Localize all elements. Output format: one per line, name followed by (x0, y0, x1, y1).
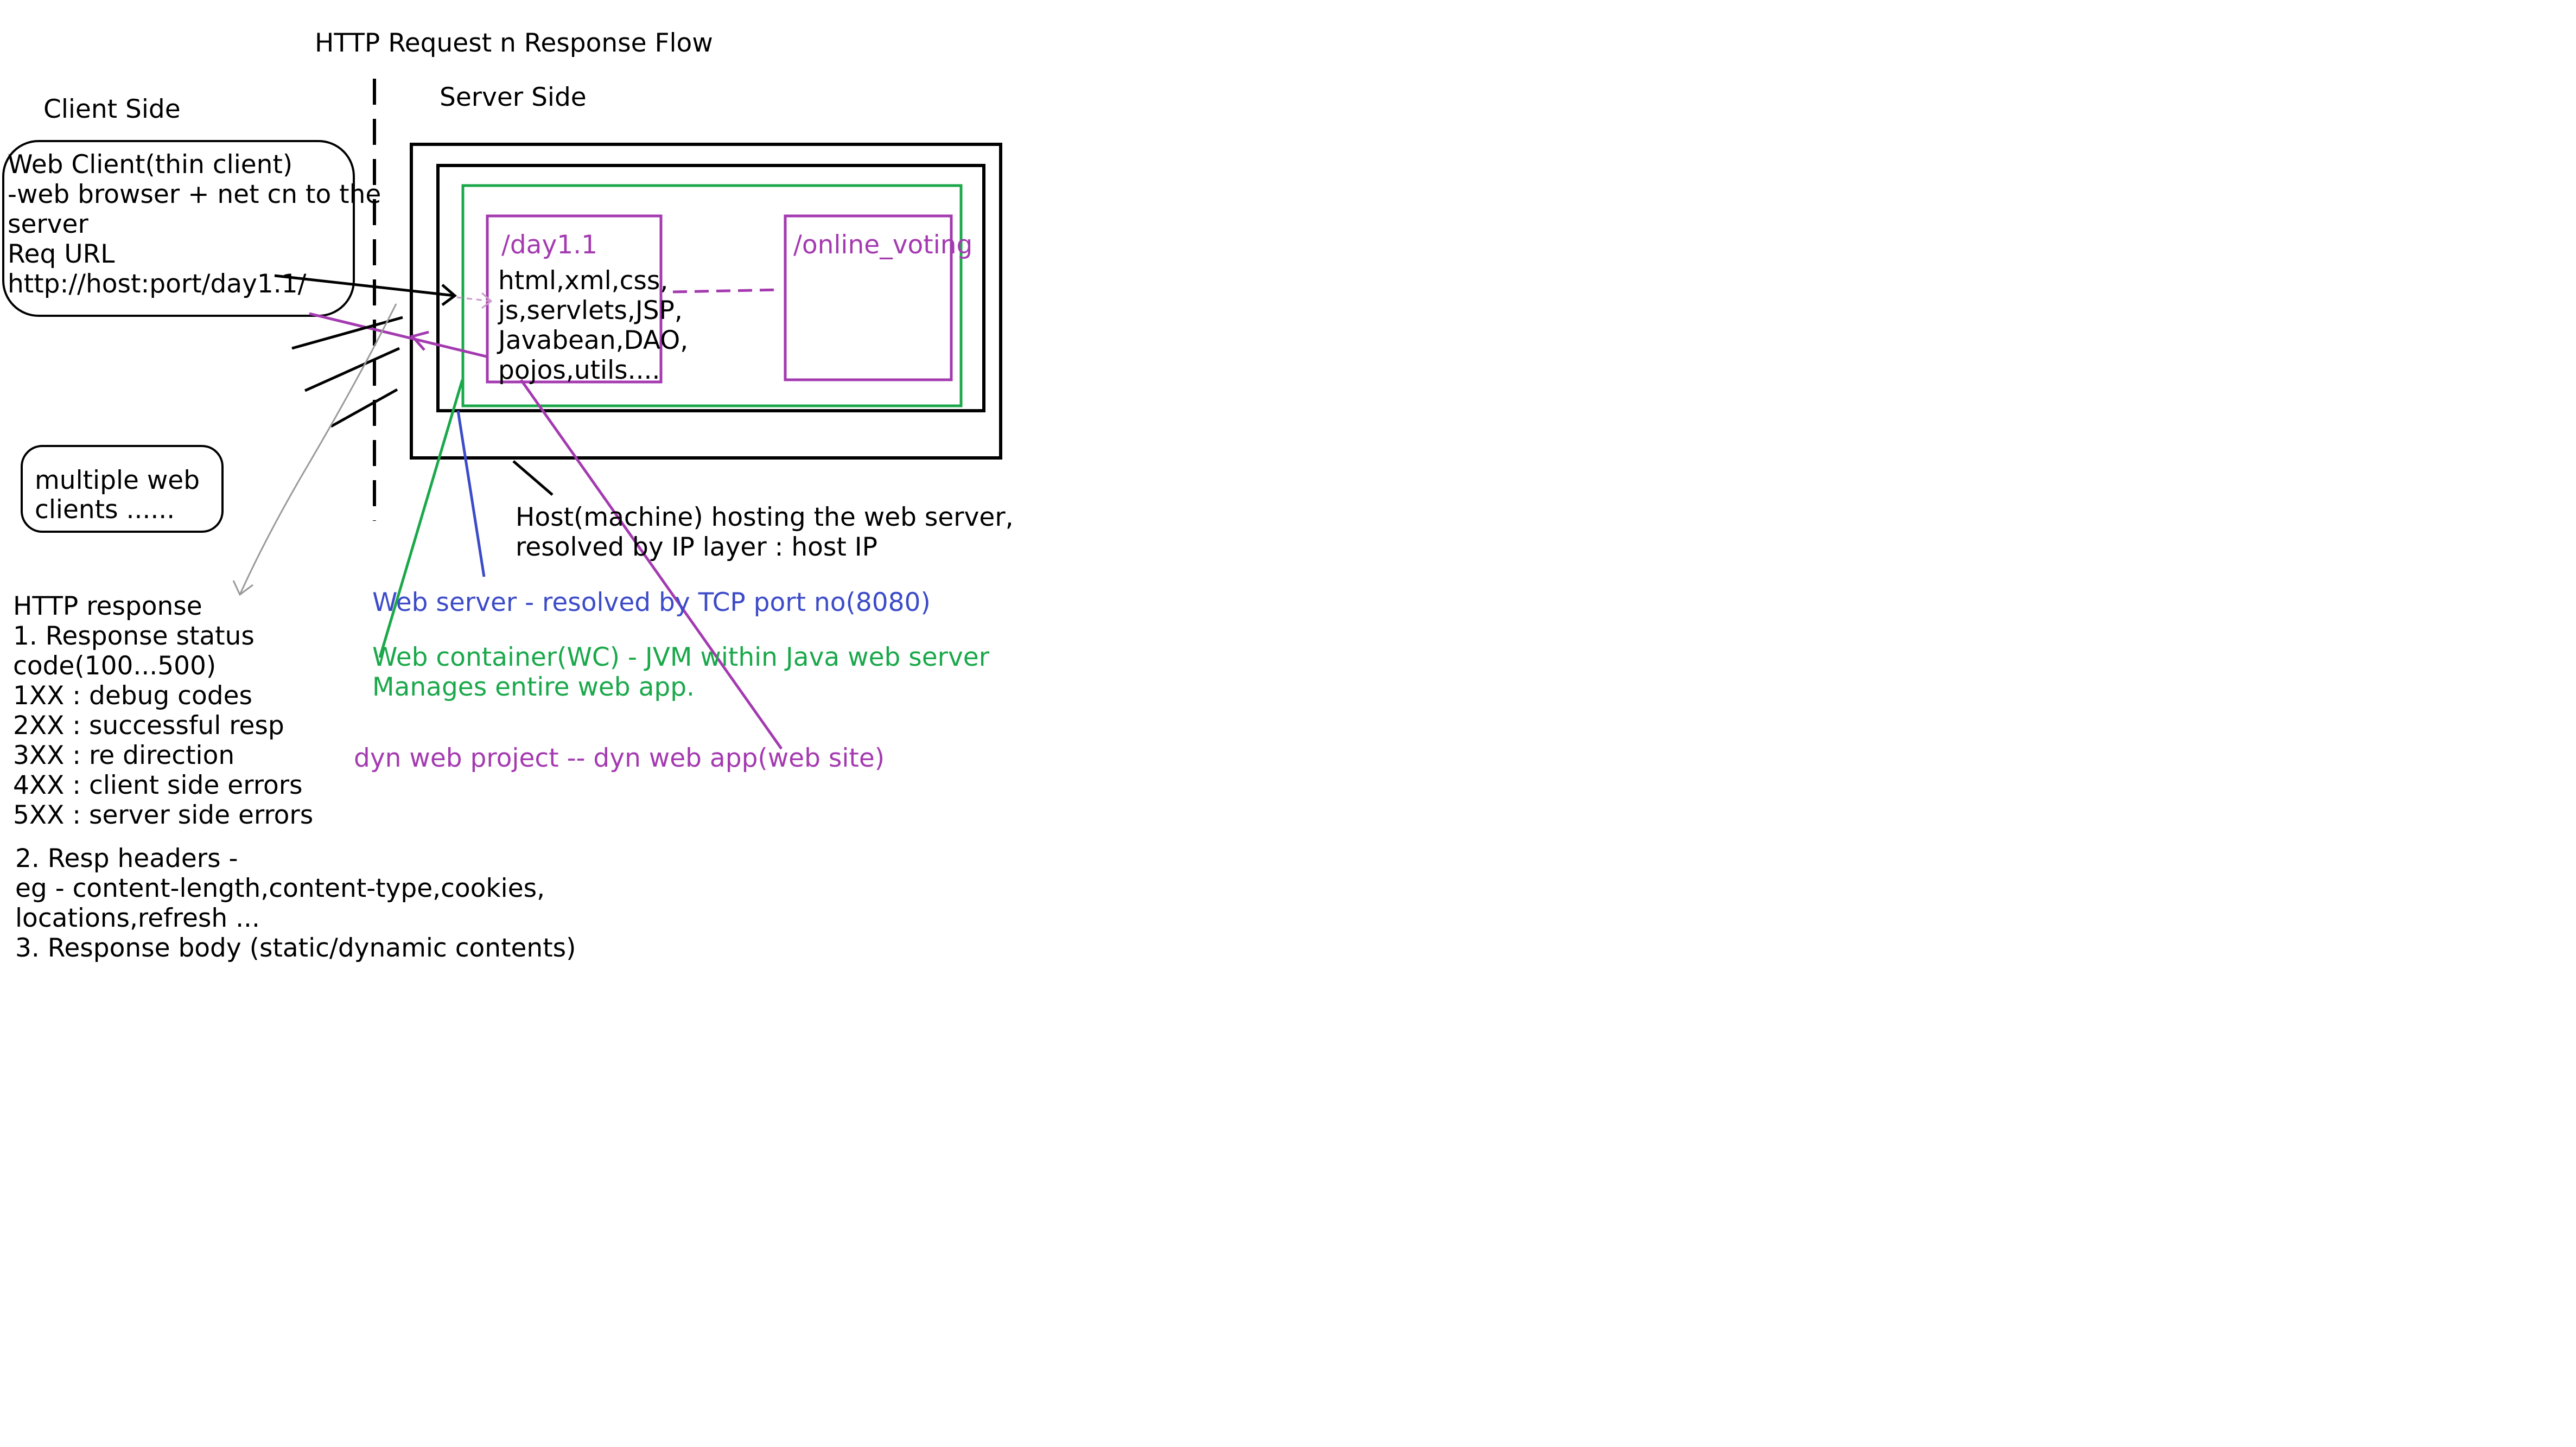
web-server-pointer (456, 410, 486, 577)
request-arrow-continuation-head (481, 292, 493, 309)
web-client-line: -web browser + net cn to the (8, 180, 381, 209)
dyn-project-annotation: dyn web project -- dyn web app(web site) (354, 743, 885, 773)
http-response-line: 1XX : debug codes (13, 681, 252, 711)
response-arrowhead (410, 330, 429, 351)
web-client-line: http://host:port/day1.1/ (8, 269, 307, 299)
http-response-line: 3XX : re direction (13, 741, 235, 770)
web-app-day1-name: /day1.1 (501, 230, 598, 260)
web-app-content-line: js,servlets,JSP, (498, 296, 683, 326)
web-app-online-voting-box (784, 214, 953, 381)
http-response-line: eg - content-length,content-type,cookies… (15, 874, 545, 903)
response-pointer-head (232, 580, 253, 596)
host-annotation-line: Host(machine) hosting the web server, (516, 502, 1014, 532)
response-pointer-curve (239, 303, 397, 595)
web-container-pointer (378, 379, 464, 658)
multiple-clients-line: multiple web (35, 466, 200, 495)
client-line (330, 388, 398, 428)
host-box (410, 143, 1002, 460)
response-arrow (309, 312, 489, 359)
server-side-label: Server Side (440, 82, 587, 112)
web-client-line: Req URL (8, 239, 115, 269)
app-link-dashed (672, 288, 782, 294)
web-container-box (461, 184, 963, 407)
http-response-line: 5XX : server side errors (13, 800, 314, 830)
web-container-annotation-line: Manages entire web app. (372, 672, 695, 702)
web-app-online-voting-name: /online_voting (793, 230, 973, 260)
web-client-line: server (8, 209, 88, 239)
request-arrowhead (441, 284, 457, 307)
web-client-box (2, 140, 355, 317)
web-app-content-line: pojos,utils.... (498, 355, 660, 385)
request-arrow (274, 274, 455, 297)
multiple-clients-line: clients ...... (35, 495, 175, 525)
http-response-line: HTTP response (13, 591, 202, 621)
web-app-content-line: html,xml,css, (498, 266, 669, 296)
http-response-line: 2. Resp headers - (15, 844, 238, 874)
web-app-day1-box (486, 214, 663, 384)
web-container-annotation-line: Web container(WC) - JVM within Java web … (372, 642, 990, 672)
http-response-line: 2XX : successful resp (13, 711, 284, 741)
client-side-label: Client Side (43, 94, 181, 124)
client-line (291, 316, 403, 350)
diagram-title: HTTP Request n Response Flow (315, 28, 713, 58)
web-server-box (436, 164, 985, 412)
http-response-line: 3. Response body (static/dynamic content… (15, 933, 576, 963)
http-response-line: 4XX : client side errors (13, 770, 303, 800)
host-annotation-line: resolved by IP layer : host IP (516, 532, 877, 562)
web-app-content-line: Javabean,DAO, (498, 326, 689, 355)
http-response-line: 1. Response status (13, 621, 255, 651)
multiple-clients-box (21, 445, 224, 533)
web-server-annotation: Web server - resolved by TCP port no(808… (372, 588, 931, 617)
http-response-line: locations,refresh ... (15, 903, 260, 933)
host-pointer (512, 460, 554, 496)
http-response-line: code(100...500) (13, 651, 217, 681)
web-client-line: Web Client(thin client) (8, 150, 293, 180)
dyn-project-pointer (519, 379, 783, 750)
client-line (304, 347, 400, 392)
